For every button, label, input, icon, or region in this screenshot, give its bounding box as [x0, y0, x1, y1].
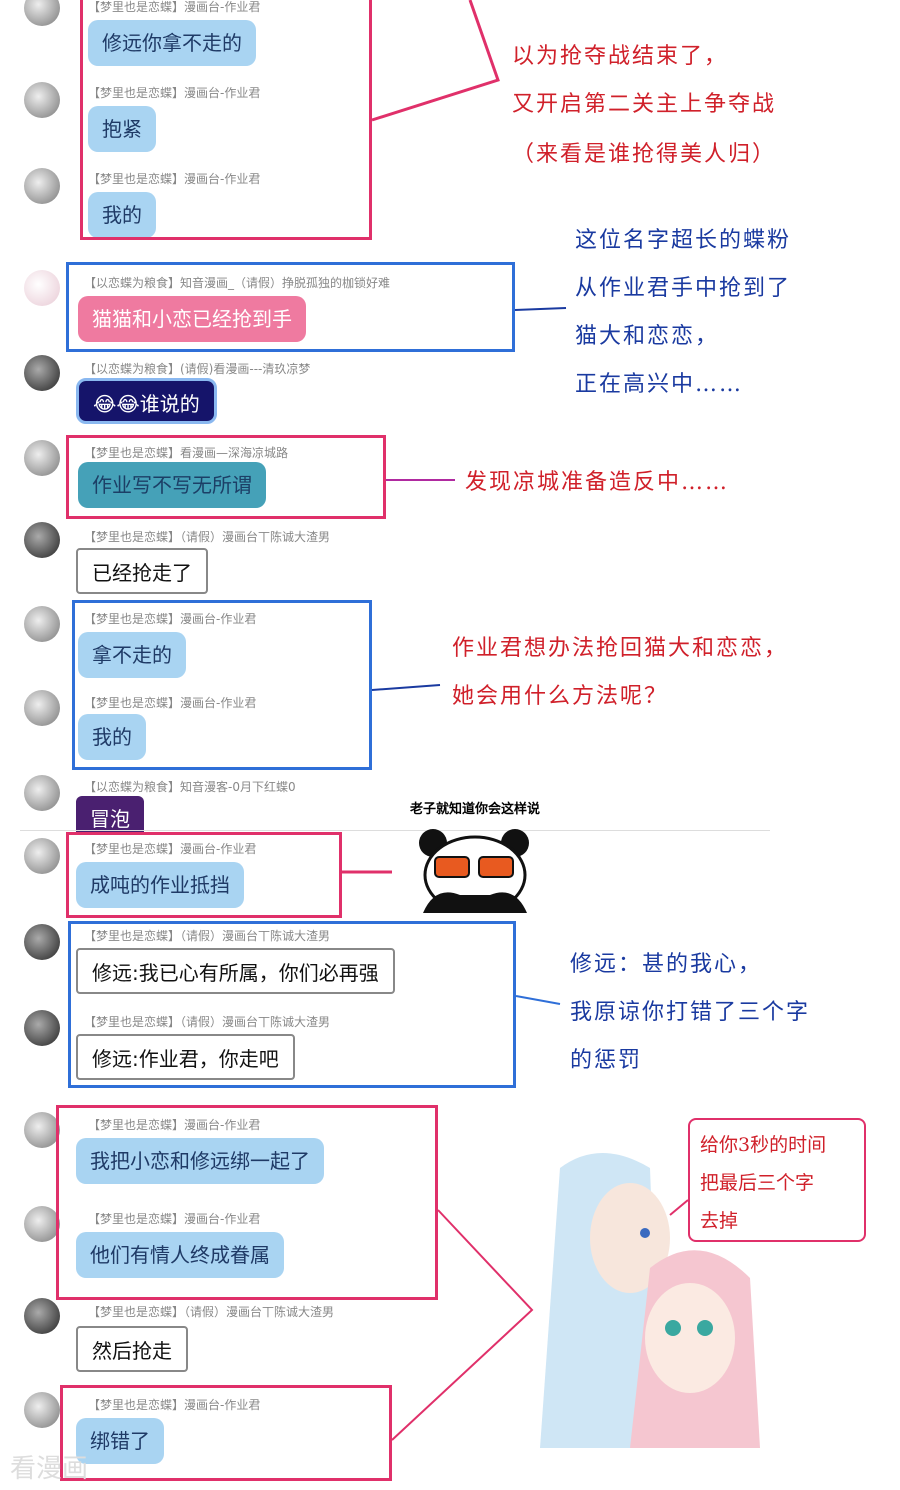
message-bubble: 我的 — [88, 192, 156, 238]
speech-line: 去掉 — [700, 1210, 739, 1232]
message-bubble: 抱紧 — [88, 106, 156, 152]
message-bubble: 修远:我已心有所属，你们必再强 — [76, 948, 395, 994]
divider — [20, 830, 770, 831]
avatar — [24, 1298, 60, 1334]
annotation: 猫大和恋恋， — [575, 324, 720, 349]
sender-name: 【梦里也是恋蝶】漫画台-作业君 — [88, 1398, 261, 1412]
panda-meme-icon — [419, 829, 529, 913]
message-bubble: 然后抢走 — [76, 1326, 188, 1372]
message-bubble: 猫猫和小恋已经抢到手 — [78, 296, 306, 342]
sender-name: 【梦里也是恋蝶】漫画台-作业君 — [88, 86, 261, 100]
message-bubble: 修远:作业君，你走吧 — [76, 1034, 295, 1080]
avatar — [24, 1112, 60, 1148]
avatar — [24, 522, 60, 558]
annotation: 作业君想办法抢回猫大和恋恋， — [452, 636, 789, 661]
avatar — [24, 82, 60, 118]
message-bubble: 已经抢走了 — [76, 548, 208, 594]
avatar — [24, 270, 60, 306]
avatar — [24, 168, 60, 204]
highlight-box — [66, 262, 515, 352]
message-bubble: 成吨的作业抵挡 — [76, 862, 244, 908]
annotation: （来看是谁抢得美人归） — [512, 142, 777, 167]
sender-name: 【梦里也是恋蝶】漫画台-作业君 — [88, 0, 261, 14]
message-bubble: 我的 — [78, 714, 146, 760]
message-bubble: 😂😂谁说的 — [76, 378, 217, 424]
avatar — [24, 690, 60, 726]
annotation: 的惩罚 — [570, 1048, 643, 1073]
highlight-box — [66, 832, 342, 918]
speech-line: 给你3秒的时间 — [700, 1134, 827, 1156]
sender-name: 【梦里也是恋蝶】（请假）漫画台丅陈诚大渣男 — [84, 929, 331, 943]
sender-name: 【梦里也是恋蝶】漫画台-作业君 — [88, 1118, 261, 1132]
message-bubble: 绑错了 — [76, 1418, 164, 1464]
annotation: 我原谅你打错了三个字 — [570, 1000, 811, 1025]
avatar — [24, 355, 60, 391]
sender-name: 【梦里也是恋蝶】（请假）漫画台丅陈诚大渣男 — [84, 1015, 331, 1029]
avatar — [24, 1010, 60, 1046]
avatar — [24, 606, 60, 642]
avatar — [24, 1392, 60, 1428]
annotation: 又开启第二关主上争夺战 — [512, 92, 777, 117]
message-bubble: 冒泡 — [76, 796, 144, 832]
speech-box: 给你3秒的时间 把最后三个字 去掉 — [688, 1118, 866, 1242]
annotation: 她会用什么方法呢？ — [452, 684, 669, 709]
message-bubble: 我把小恋和修远绑一起了 — [76, 1138, 324, 1184]
message-bubble: 拿不走的 — [78, 632, 186, 678]
sender-name: 【梦里也是恋蝶】（请假）漫画台丅陈诚大渣男 — [84, 530, 331, 544]
annotation: 这位名字超长的蝶粉 — [575, 228, 792, 253]
sender-name: 【梦里也是恋蝶】漫画台-作业君 — [88, 1212, 261, 1226]
annotation: 修远：甚的我心， — [570, 952, 763, 977]
avatar — [24, 1206, 60, 1242]
sender-name: 【梦里也是恋蝶】漫画台-作业君 — [84, 612, 257, 626]
sender-name: 【梦里也是恋蝶】漫画台-作业君 — [88, 172, 261, 186]
highlight-box — [66, 435, 386, 519]
annotation: 发现凉城准备造反中…… — [465, 470, 730, 495]
meme-caption: 老子就知道你会这样说 — [410, 802, 541, 817]
highlight-box — [56, 1105, 438, 1300]
speech-line: 把最后三个字 — [700, 1172, 815, 1194]
sender-name: 【以恋蝶为粮食】知音漫画_（请假）挣脱孤独的枷锁好难 — [84, 276, 391, 290]
annotation: 从作业君手中抢到了 — [575, 276, 792, 301]
avatar — [24, 838, 60, 874]
sender-name: 【梦里也是恋蝶】（请假）漫画台丅陈诚大渣男 — [88, 1305, 335, 1319]
annotation: 正在高兴中…… — [575, 372, 744, 397]
sender-name: 【梦里也是恋蝶】漫画台-作业君 — [84, 842, 257, 856]
avatar — [24, 440, 60, 476]
watermark: 看漫画 — [10, 1454, 89, 1484]
highlight-box — [60, 1385, 392, 1481]
message-bubble: 作业写不写无所谓 — [78, 462, 266, 508]
sender-name: 【梦里也是恋蝶】漫画台-作业君 — [84, 696, 257, 710]
anime-illustration — [540, 1153, 760, 1448]
sender-name: 【以恋蝶为粮食】知音漫客-0月下红蝶0 — [84, 780, 296, 794]
avatar — [24, 775, 60, 811]
message-bubble: 他们有情人终成眷属 — [76, 1232, 284, 1278]
highlight-box — [80, 0, 372, 240]
annotation: 以为抢夺战结束了， — [512, 44, 729, 69]
avatar — [24, 924, 60, 960]
highlight-box — [68, 921, 516, 1088]
sender-name: 【以恋蝶为粮食】(请假)看漫画---清玖凉梦 — [84, 362, 311, 376]
sender-name: 【梦里也是恋蝶】看漫画—深海凉城路 — [84, 446, 289, 460]
message-bubble: 修远你拿不走的 — [88, 20, 256, 66]
highlight-box — [72, 600, 372, 770]
